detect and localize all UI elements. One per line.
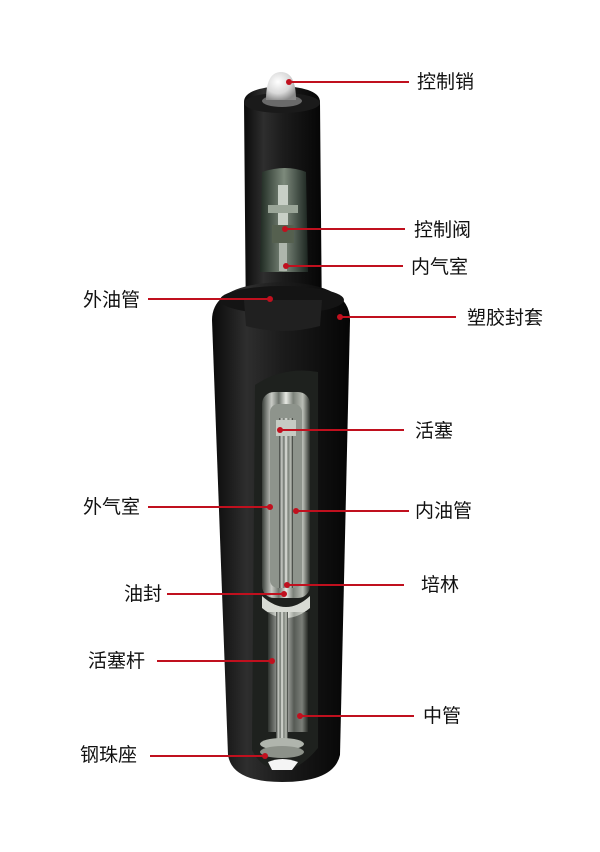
label-piston-rod: 活塞杆 bbox=[88, 650, 146, 672]
label-steel-ball-seat: 钢珠座 bbox=[80, 744, 138, 766]
leader-dot-steel-ball-seat bbox=[262, 753, 268, 759]
label-piston: 活塞 bbox=[415, 420, 454, 442]
label-control-pin: 控制销 bbox=[417, 71, 475, 93]
leader-dot-control-valve bbox=[282, 226, 288, 232]
lower-body bbox=[212, 282, 350, 782]
leader-dot-oil-seal bbox=[281, 591, 287, 597]
leader-dot-inner-oil-tube bbox=[293, 508, 299, 514]
label-control-valve: 控制阀 bbox=[414, 219, 472, 241]
leader-dot-outer-gas-chamber bbox=[267, 504, 273, 510]
label-inner-oil-tube: 内油管 bbox=[415, 500, 473, 522]
label-outer-oil-tube: 外油管 bbox=[83, 289, 141, 311]
label-oil-seal: 油封 bbox=[124, 583, 163, 605]
leader-dot-plastic-sleeve bbox=[337, 314, 343, 320]
leader-dot-middle-tube bbox=[297, 713, 303, 719]
label-outer-gas-chamber: 外气室 bbox=[83, 496, 141, 518]
label-bushing: 培林 bbox=[421, 574, 460, 596]
leader-dot-outer-oil-tube bbox=[267, 296, 273, 302]
label-middle-tube: 中管 bbox=[423, 705, 462, 727]
leader-dot-piston bbox=[277, 427, 283, 433]
leader-dot-control-pin bbox=[286, 79, 292, 85]
upper-tube bbox=[244, 72, 322, 330]
leader-dot-piston-rod bbox=[269, 658, 275, 664]
label-plastic-sleeve: 塑胶封套 bbox=[467, 307, 544, 329]
label-inner-gas-chamber: 内气室 bbox=[411, 256, 469, 278]
leader-lines bbox=[148, 79, 456, 759]
control-pin-part bbox=[266, 72, 296, 100]
leader-dot-inner-gas-chamber bbox=[283, 263, 289, 269]
leader-dot-bushing bbox=[284, 582, 290, 588]
